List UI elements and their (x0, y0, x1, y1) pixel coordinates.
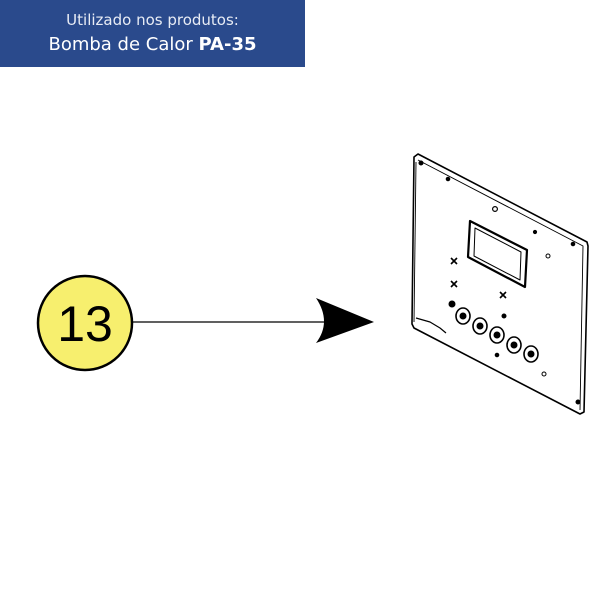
callout-number: 13 (57, 296, 113, 352)
callout-13: 13 (36, 274, 134, 372)
product-name: Bomba de Calor (48, 34, 193, 55)
callout-circle (36, 274, 134, 372)
control-panel-plate-icon (411, 153, 589, 415)
product-banner: Utilizado nos produtos: Bomba de Calor P… (0, 0, 305, 67)
banner-caption: Utilizado nos produtos: (66, 11, 239, 29)
arrow-right-icon (132, 298, 374, 343)
banner-product: Bomba de Calor PA-35 (0, 32, 305, 58)
product-model: PA-35 (198, 34, 257, 55)
